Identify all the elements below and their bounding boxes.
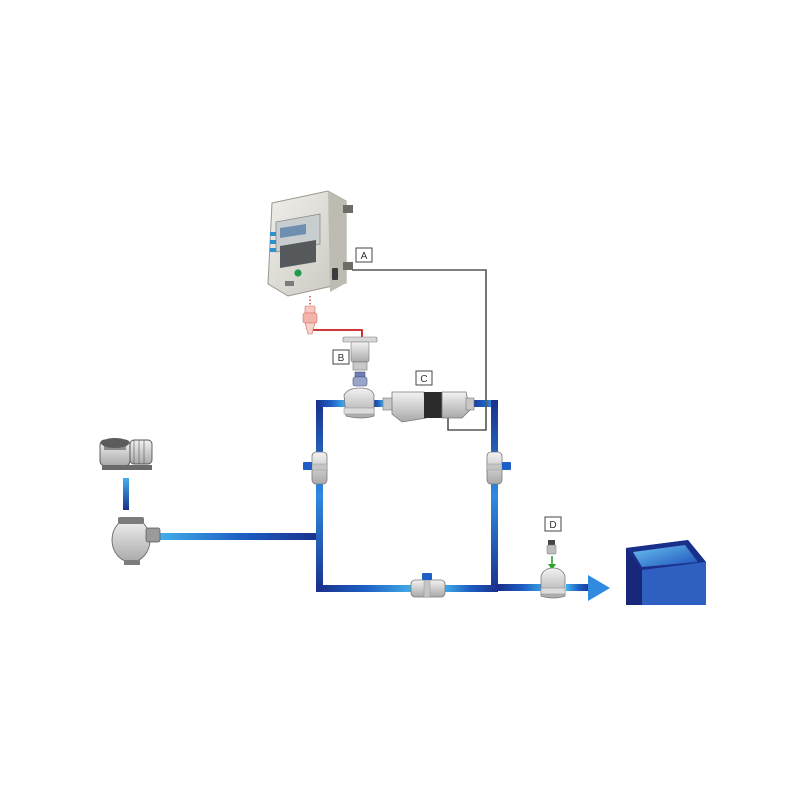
pipe-outlet: [498, 584, 548, 591]
label-c: C: [415, 370, 433, 386]
pipe-bottom-left: [316, 585, 414, 592]
valve-icon: [410, 573, 446, 598]
valve-icon: [486, 451, 511, 485]
saddle-clamp-icon: [343, 387, 375, 419]
svg-text:A: A: [361, 251, 368, 262]
pipe-network: [123, 400, 592, 592]
probe-holder-icon: [342, 336, 378, 387]
svg-text:B: B: [338, 353, 345, 364]
pipe-left-vertical: [316, 400, 323, 592]
probe-icon: [302, 305, 318, 335]
control-unit-icon: [267, 190, 353, 297]
pipe-filter-outlet: [158, 533, 322, 540]
pipe-bottom-right: [442, 585, 498, 592]
injector-icon: [540, 540, 566, 599]
sand-filter-icon: [111, 517, 161, 565]
pipe-top-right: [470, 400, 498, 407]
label-d: D: [544, 516, 562, 532]
svg-text:D: D: [549, 520, 556, 531]
label-a: A: [355, 247, 373, 263]
svg-text:C: C: [420, 374, 427, 385]
pipe-outlet-end: [566, 584, 592, 591]
pipe-right-vertical: [491, 400, 498, 592]
pipe-top-mid: [372, 400, 384, 407]
valve-icon: [303, 451, 328, 485]
pipe-top-left: [316, 400, 346, 407]
electrolysis-cell-icon: [382, 391, 475, 423]
signal-wire: [352, 269, 487, 431]
pump-icon: [99, 438, 153, 470]
pool-icon: [626, 540, 706, 605]
probe-cable: [312, 329, 363, 340]
label-b: B: [332, 349, 350, 365]
flow-arrow-icon: [588, 575, 610, 601]
pipe-pump-to-filter: [123, 478, 129, 510]
